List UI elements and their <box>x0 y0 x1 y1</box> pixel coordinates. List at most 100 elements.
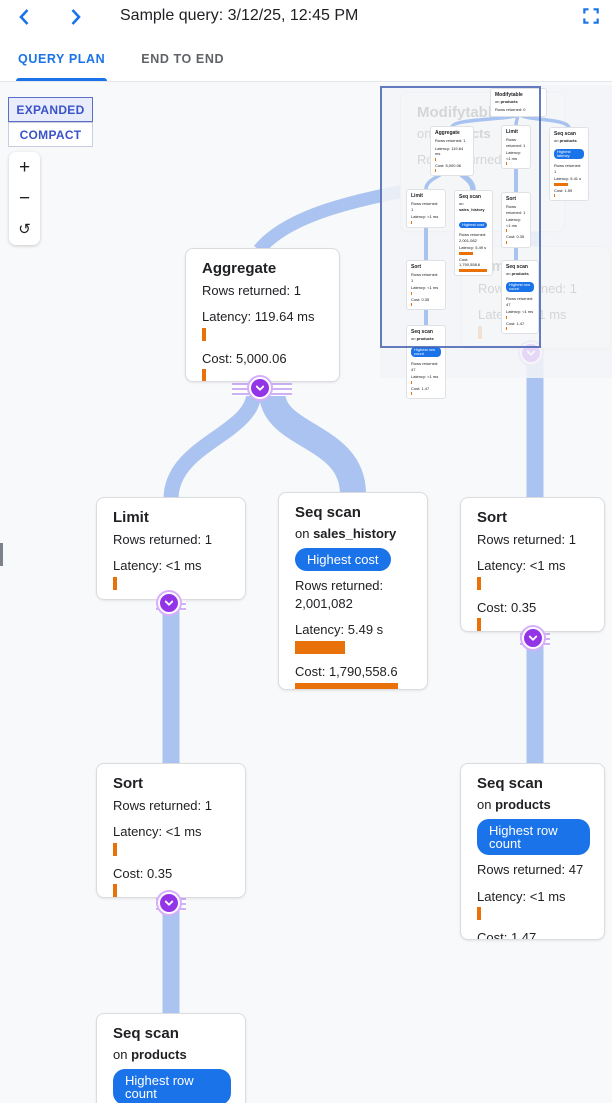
node-stat: Rows returned: 47 <box>477 862 584 878</box>
collapse-button-aggregate[interactable] <box>249 377 271 399</box>
node-stat: Cost: 0.35 <box>113 865 173 881</box>
chevron-down-icon <box>164 600 174 606</box>
node-title: Aggregate <box>435 130 460 136</box>
node-table: on products <box>113 1046 187 1062</box>
table-name: products <box>131 1046 187 1062</box>
zoom-in-button[interactable]: + <box>9 152 40 183</box>
node-title: Seq scan <box>477 775 543 792</box>
table-name: sales_history <box>313 525 397 541</box>
node-stat: Cost: 0.35 <box>506 234 525 240</box>
stat-bar <box>477 576 481 590</box>
chevron-right-icon <box>71 9 81 25</box>
next-query-button[interactable] <box>63 5 87 29</box>
node-stat: Rows returned: 1 <box>411 201 439 212</box>
node-title: Seq scan <box>506 264 528 270</box>
edge-aggregate-to-limit <box>163 391 262 500</box>
node-title: Sort <box>477 509 507 526</box>
stat-bar <box>554 194 555 198</box>
expanded-toggle-button[interactable]: EXPANDED <box>8 97 93 122</box>
node-badge: Highest latency <box>554 149 584 159</box>
tab-label: QUERY PLAN <box>18 52 106 66</box>
header: Sample query: 3/12/25, 12:45 PM <box>0 0 612 36</box>
node-stat: Latency: <1 ms <box>477 888 566 904</box>
node-title: Aggregate <box>202 260 277 277</box>
table-name: products <box>559 138 577 143</box>
stat-bar <box>113 576 117 590</box>
node-stat: Rows returned: 1 <box>506 204 526 215</box>
stat-bar <box>411 392 412 396</box>
node-table: on products <box>554 138 577 143</box>
reset-view-button[interactable]: ↺ <box>9 214 40 245</box>
node-stat: Cost: 0.35 <box>411 296 430 302</box>
zoom-out-button[interactable]: − <box>9 183 40 214</box>
table-name: products <box>511 271 529 276</box>
table-name: products <box>500 99 518 104</box>
stat-bar <box>477 907 481 921</box>
node-badge: Highest row count <box>411 347 441 357</box>
node-table: on products <box>411 336 434 341</box>
stat-bar <box>295 641 345 655</box>
fullscreen-icon <box>583 8 599 24</box>
collapse-button-sort-left[interactable] <box>158 892 180 914</box>
node-title: Seq scan <box>459 194 481 200</box>
node-stat: Cost: 5,000.06 <box>435 162 462 168</box>
view-toggle-group: EXPANDED COMPACT <box>8 97 93 147</box>
minimap-viewport-rect[interactable] <box>380 86 541 348</box>
node-table: on products <box>495 99 518 104</box>
chevron-down-icon <box>528 635 538 641</box>
stat-bar <box>113 842 117 856</box>
stat-bar <box>459 268 487 272</box>
node-stat: Rows returned: 0 <box>495 107 526 112</box>
tab-query-plan[interactable]: QUERY PLAN <box>0 36 123 81</box>
node-title: Seq scan <box>113 1025 179 1042</box>
table-name: products <box>416 336 434 341</box>
node-title: Seq scan <box>295 504 361 521</box>
stat-bar <box>506 229 507 233</box>
fullscreen-button[interactable] <box>580 6 602 28</box>
vertical-scrollbar-thumb[interactable] <box>0 543 3 566</box>
node-stat: Latency: 5.49 s <box>295 622 384 638</box>
node-stat: Rows returned: 1 <box>554 163 582 174</box>
stat-bar <box>554 182 568 186</box>
collapse-button-sort-right[interactable] <box>522 627 544 649</box>
node-stat: Rows returned: 47 <box>506 296 534 307</box>
node-stat: Latency: <1 ms <box>506 217 522 228</box>
node-table: on sales_history <box>295 525 397 541</box>
node-stat: Latency: <1 ms <box>506 309 534 315</box>
edge-aggregate-to-seqscan <box>259 390 366 496</box>
stat-bar <box>113 884 117 897</box>
stat-bar <box>202 369 206 381</box>
tab-label: END TO END <box>141 52 225 66</box>
node-stat: Rows returned: 1 <box>435 138 466 143</box>
stat-bar <box>435 169 436 173</box>
node-title: Limit <box>411 193 423 199</box>
tab-end-to-end[interactable]: END TO END <box>123 36 242 81</box>
node-title: Limit <box>113 509 149 526</box>
node-badge: Highest cost <box>459 222 488 228</box>
node-stat: Cost: 1.47 <box>477 930 537 940</box>
previous-query-button[interactable] <box>13 5 37 29</box>
node-stat: Latency: <1 ms <box>411 285 439 291</box>
node-stat: Cost: 1,790,558.6 <box>295 664 398 680</box>
collapse-button-limit[interactable] <box>158 592 180 614</box>
node-stat: Rows returned: 1 <box>506 137 526 148</box>
node-stat: Latency: <1 ms <box>411 214 439 220</box>
stat-bar <box>202 327 206 341</box>
compact-toggle-button[interactable]: COMPACT <box>8 122 93 147</box>
node-title: Sort <box>113 775 143 792</box>
node-stat: Cost: 0.35 <box>477 599 537 615</box>
tab-bar: QUERY PLAN END TO END <box>0 36 612 82</box>
node-stat: Rows returned: 2,001,082 <box>295 578 384 611</box>
